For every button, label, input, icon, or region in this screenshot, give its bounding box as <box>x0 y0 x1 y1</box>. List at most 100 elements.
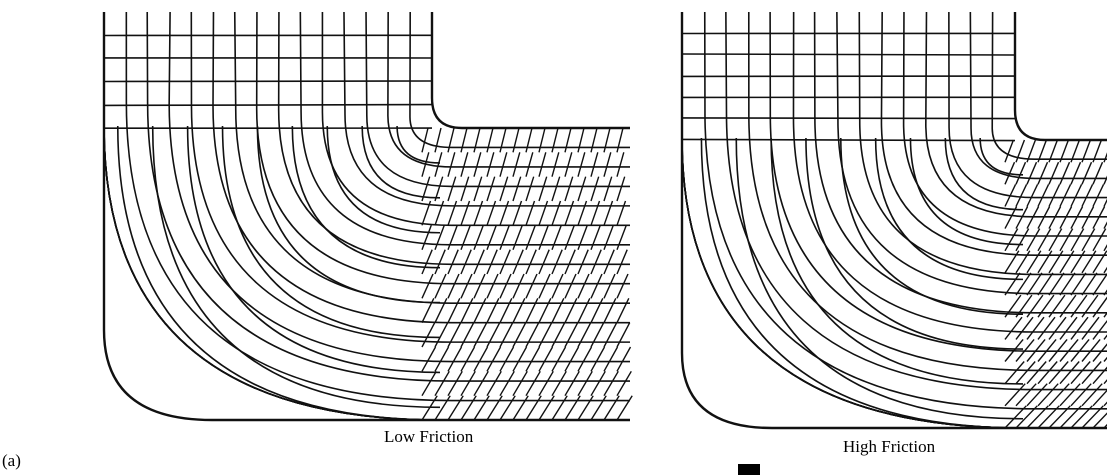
mesh-arc-line <box>944 137 1024 211</box>
mesh-flow-line <box>299 11 630 246</box>
mesh-shear-line <box>551 273 564 299</box>
mesh-shear-line <box>447 200 458 226</box>
mesh-shear-line <box>421 200 432 226</box>
mesh-shear-line <box>1037 316 1056 340</box>
mesh-flow-line <box>725 11 1107 391</box>
mesh-shear-line <box>577 152 586 177</box>
mesh-shear-line <box>1081 250 1097 274</box>
mesh-shear-line <box>616 176 626 202</box>
mesh-flow-line <box>925 11 1107 218</box>
mesh-flow-line <box>321 11 630 227</box>
mesh-shear-line <box>603 249 615 275</box>
mesh-shear-line <box>434 297 448 324</box>
mesh-shear-line <box>525 395 542 421</box>
mesh-shear-line <box>551 176 561 202</box>
mesh-shear-line <box>564 346 580 372</box>
mesh-shear-line <box>421 127 429 153</box>
mesh-shear-line <box>577 273 590 299</box>
mesh-shear-line <box>1004 361 1025 385</box>
mesh-shear-line <box>616 346 632 372</box>
mesh-shear-line <box>1037 405 1060 429</box>
mesh-shear-line <box>499 176 509 202</box>
mesh-arc-line <box>151 125 441 409</box>
mesh-flow-line <box>902 11 1107 237</box>
mesh-shear-line <box>447 152 456 177</box>
mesh-shear-line <box>434 152 443 177</box>
mesh-shear-line <box>486 297 500 324</box>
mesh-cross-line <box>103 103 433 107</box>
mesh-shear-line <box>1092 272 1107 296</box>
mesh-shear-line <box>486 152 495 177</box>
mesh-shear-line <box>447 370 463 397</box>
mesh-shear-line <box>1092 206 1106 229</box>
mesh-shear-line <box>1004 383 1026 407</box>
mesh-shear-line <box>590 127 598 153</box>
mesh-shear-line <box>577 127 585 153</box>
mesh-shear-line <box>1092 319 1107 340</box>
mesh-shear-line <box>1026 316 1045 340</box>
mesh-shear-line <box>447 176 457 202</box>
mesh-shear-line <box>577 176 587 202</box>
mesh-shear-line <box>1015 272 1032 296</box>
mesh-shear-line <box>538 176 548 202</box>
mesh-arc-line <box>681 137 1024 429</box>
mesh-cross-line <box>681 53 1016 56</box>
mesh-shear-line <box>603 152 612 177</box>
mesh-shear-line <box>1037 250 1053 274</box>
mesh-shear-line <box>1092 228 1107 252</box>
mesh-shear-line <box>564 152 573 177</box>
mesh-shear-line <box>499 152 508 177</box>
mesh-shear-line <box>551 395 568 421</box>
mesh-flow-line <box>125 11 630 402</box>
mesh-shear-line <box>421 176 431 202</box>
mesh-shear-line <box>460 127 468 153</box>
mesh-shear-line <box>1103 152 1107 163</box>
mesh-shear-line <box>1070 206 1084 229</box>
mesh-shear-line <box>499 370 515 397</box>
mesh-shear-line <box>1004 228 1019 252</box>
mesh-shear-line <box>421 273 434 299</box>
mesh-shear-line <box>447 395 464 421</box>
mesh-shear-line <box>447 297 461 324</box>
mesh-shear-line <box>1103 221 1107 229</box>
mesh-shear-line <box>486 346 502 372</box>
mesh-shear-line <box>486 322 501 348</box>
mesh-flow-line <box>212 11 630 324</box>
mesh-flow-line <box>190 11 630 343</box>
mesh-flow-line <box>880 11 1107 256</box>
mesh-shear-line <box>603 322 618 348</box>
mesh-shear-line <box>447 249 459 275</box>
mesh-shear-line <box>1026 161 1038 185</box>
mesh-shear-line <box>512 370 528 397</box>
mesh-shear-line <box>1048 405 1071 429</box>
mesh-shear-line <box>473 200 484 226</box>
mesh-shear-line <box>1081 316 1100 340</box>
mesh-shear-line <box>616 225 627 250</box>
mesh-shear-line <box>460 200 471 226</box>
mesh-shear-line <box>499 346 515 372</box>
mesh-shear-line <box>616 200 627 226</box>
mesh-shear-line <box>590 370 606 397</box>
mesh-shear-line <box>1081 383 1103 407</box>
mesh-shear-line <box>538 200 549 226</box>
mesh-shear-line <box>590 395 607 421</box>
mesh-shear-line <box>460 395 477 421</box>
mesh-shear-line <box>460 225 471 250</box>
mesh-shear-line <box>434 346 450 372</box>
mesh-shear-line <box>590 249 602 275</box>
mesh-flow-line <box>769 11 1107 352</box>
mesh-flow-line <box>858 11 1107 276</box>
mesh-shear-line <box>1026 183 1039 207</box>
mesh-shear-line <box>538 395 555 421</box>
mesh-shear-line <box>473 395 490 421</box>
mesh-shear-line <box>525 225 536 250</box>
mesh-shear-line <box>1048 139 1059 163</box>
mesh-arc-line <box>186 125 441 374</box>
mesh-flow-line <box>948 11 1107 199</box>
mesh-shear-line <box>551 297 565 324</box>
mesh-shear-line <box>564 273 577 299</box>
mesh-shear-line <box>538 346 554 372</box>
mesh-shear-line <box>1048 272 1065 296</box>
mesh-shear-line <box>564 322 579 348</box>
mesh-shear-line <box>1081 206 1095 229</box>
